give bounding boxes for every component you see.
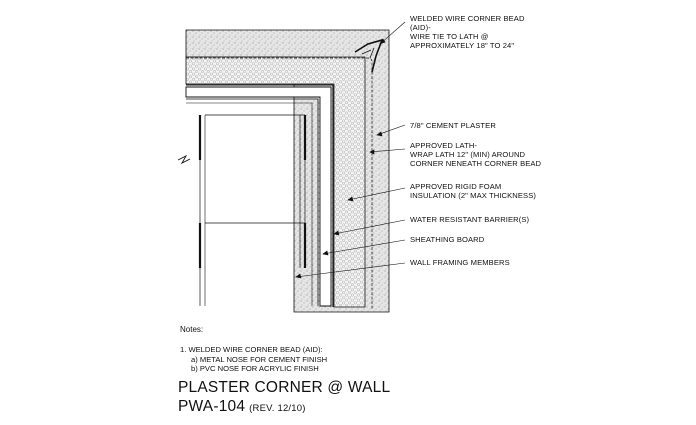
lath-line: [186, 57, 373, 309]
sheathing-board: [185, 86, 332, 307]
callout-foam-line-1: APPROVED RIGID FOAM: [410, 182, 502, 191]
callout-lath-line-1: APPROVED LATH-: [410, 141, 478, 150]
callout-lath-line-2: WRAP LATH 12" (MIN) AROUND: [410, 150, 526, 159]
callout-sheathing: SHEATHING BOARD: [410, 235, 484, 244]
callout-framing: WALL FRAMING MEMBERS: [410, 258, 510, 267]
note-item-1a: a) METAL NOSE FOR CEMENT FINISH: [191, 354, 328, 364]
note-item-1: 1. WELDED WIRE CORNER BEAD (AID):: [180, 345, 323, 354]
callout-lath: APPROVED LATH- WRAP LATH 12" (MIN) AROUN…: [410, 141, 541, 168]
callout-cement-plaster: 7/8" CEMENT PLASTER: [410, 121, 496, 130]
callout-lath-line-3: CORNER NENEATH CORNER BEAD: [410, 159, 542, 168]
notes-list: 1. WELDED WIRE CORNER BEAD (AID): a) MET…: [180, 345, 327, 374]
callout-sheathing-line-1: SHEATHING BOARD: [410, 235, 485, 244]
break-line-symbol: [177, 154, 191, 165]
callout-foam: APPROVED RIGID FOAM INSULATION (2" MAX T…: [410, 182, 536, 200]
detail-title: PLASTER CORNER @ WALL: [178, 379, 391, 396]
water-resistant-barrier: [186, 84, 334, 307]
callout-barrier-line-1: WATER RESISTANT BARRIER(S): [410, 215, 530, 224]
corner-bead: [354, 38, 384, 73]
wall-framing-members: [198, 114, 307, 306]
callout-cement-plaster-line-1: 7/8" CEMENT PLASTER: [410, 121, 496, 130]
callout-corner-bead-line-3: WIRE TIE TO LATH @: [410, 32, 489, 41]
callout-corner-bead-line-2: (AID)-: [410, 23, 431, 32]
framing-inner-line: [186, 102, 313, 306]
framing-outline: [186, 98, 319, 306]
callout-barrier: WATER RESISTANT BARRIER(S): [410, 215, 529, 224]
callout-corner-bead-line-4: APPROXIMATELY 18" TO 24": [410, 41, 515, 50]
rigid-foam-insulation-layer: [185, 56, 366, 308]
detail-revision: (REV. 12/10): [249, 403, 306, 414]
detail-code: PWA-104(REV. 12/10): [178, 398, 306, 416]
callout-foam-line-2: INSULATION (2" MAX THICKNESS): [410, 191, 536, 200]
detail-code-number: PWA-104: [178, 398, 246, 415]
callout-corner-bead: WELDED WIRE CORNER BEAD (AID)- WIRE TIE …: [410, 14, 525, 50]
note-item-1b: b) PVC NOSE FOR ACRYLIC FINISH: [191, 364, 319, 373]
callout-framing-line-1: WALL FRAMING MEMBERS: [410, 258, 510, 267]
notes-heading: Notes:: [180, 325, 204, 334]
callout-corner-bead-line-1: WELDED WIRE CORNER BEAD: [410, 14, 525, 23]
leader-lines: [295, 21, 406, 279]
